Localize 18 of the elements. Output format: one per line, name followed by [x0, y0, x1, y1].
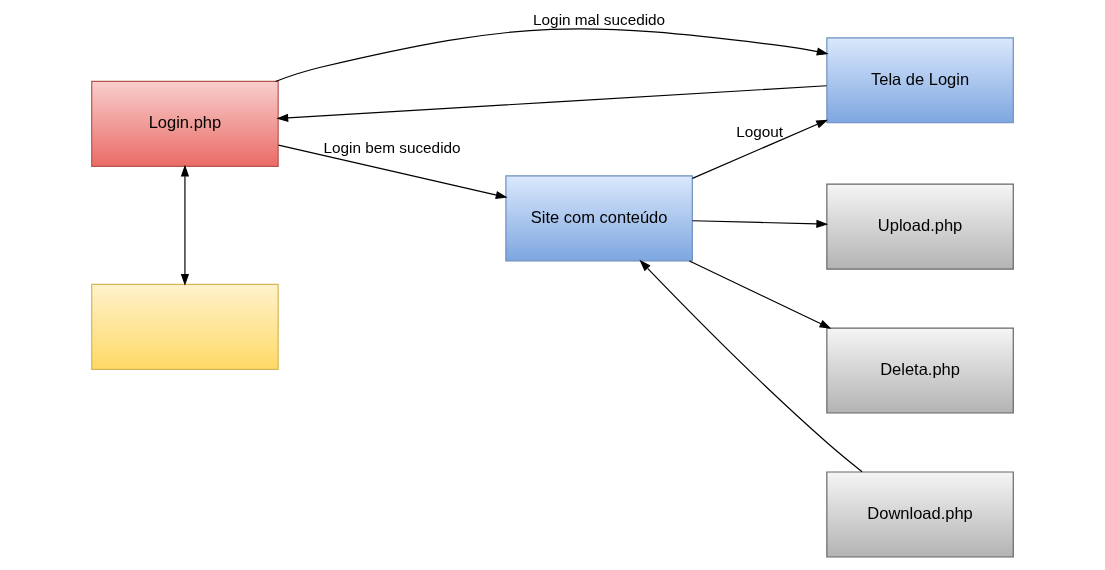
arrow: [277, 144, 508, 199]
node-box: Deleta.php: [826, 327, 1014, 414]
node-box: [91, 283, 279, 370]
node-box: Upload.php: [826, 183, 1014, 270]
arrow: [639, 259, 863, 473]
arrow: [180, 164, 190, 286]
node-box: Download.php: [826, 471, 1014, 558]
node-box: Tela de Login: [826, 37, 1014, 124]
edge-label: Login bem sucedido: [323, 138, 461, 156]
arrow: [274, 28, 829, 83]
node-box: Login.php: [91, 80, 279, 167]
node-box: Site com conteúdo: [505, 175, 693, 262]
arrow: [691, 219, 829, 229]
arrow: [691, 119, 828, 179]
arrow: [276, 85, 828, 122]
arrow: [688, 260, 832, 329]
edge-label: Login mal sucedido: [533, 11, 666, 29]
edge-label: Logout: [736, 123, 784, 141]
